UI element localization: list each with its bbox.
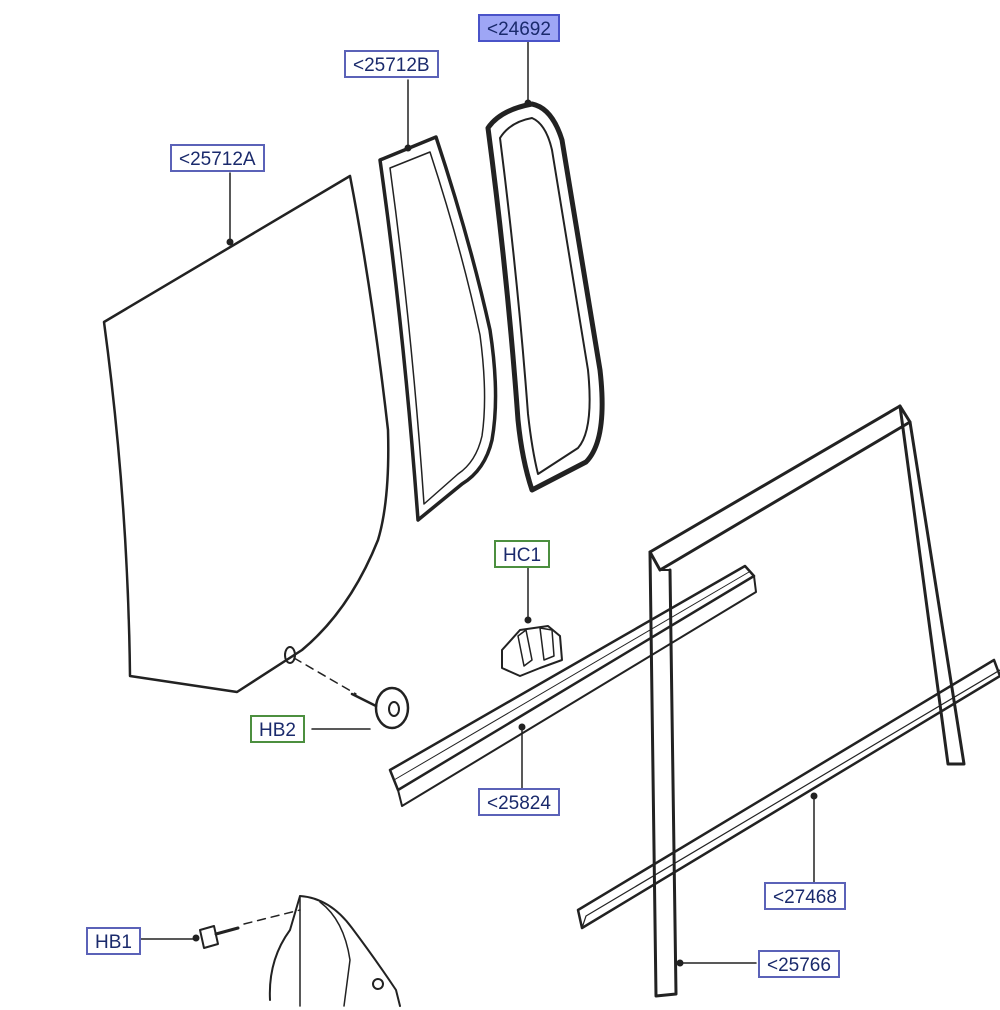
callout-25824[interactable]: <25824 bbox=[478, 788, 560, 816]
callout-24692[interactable]: <24692 bbox=[478, 14, 560, 42]
door-glass-25712a bbox=[102, 174, 390, 694]
leader-lines bbox=[139, 41, 815, 964]
callout-27468[interactable]: <27468 bbox=[764, 882, 846, 910]
door-frame-seal-25766 bbox=[648, 404, 966, 998]
quarter-glass-25712b bbox=[378, 135, 498, 522]
window-regulator bbox=[268, 895, 401, 1007]
callout-25766[interactable]: <25766 bbox=[758, 950, 840, 978]
callout-25712a[interactable]: <25712A bbox=[170, 144, 265, 172]
callout-hb2[interactable]: HB2 bbox=[250, 715, 305, 743]
inner-belt-weatherstrip-25824 bbox=[388, 564, 757, 807]
callout-hb1[interactable]: HB1 bbox=[86, 927, 141, 955]
roller-hb2 bbox=[284, 646, 410, 730]
bolt-hb1 bbox=[192, 909, 301, 949]
clip-hc1 bbox=[501, 616, 563, 677]
glass-run-channel-24692 bbox=[485, 99, 605, 493]
callout-hc1[interactable]: HC1 bbox=[494, 540, 551, 568]
callout-25712b[interactable]: <25712B bbox=[344, 50, 439, 78]
